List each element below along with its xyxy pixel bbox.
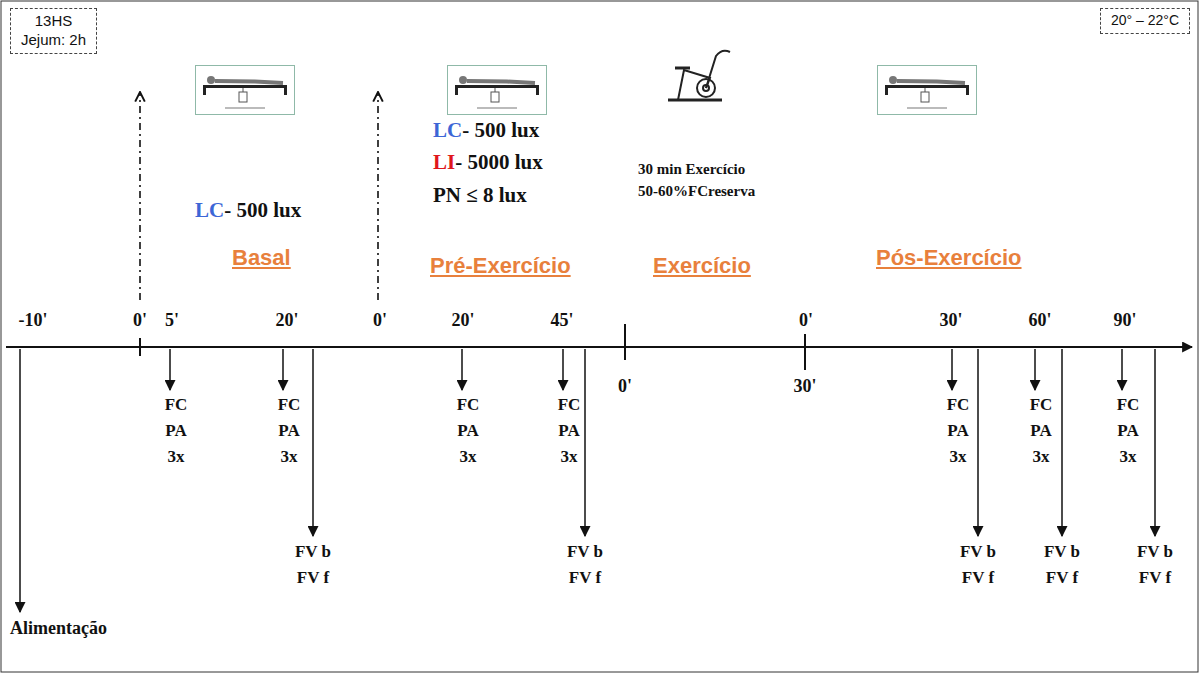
time-mark: 20'	[451, 310, 474, 332]
bike-base	[668, 99, 722, 102]
time-mark: 30'	[939, 310, 962, 332]
box-text: 20° – 22°C	[1111, 12, 1179, 30]
measure-label: FC	[1117, 395, 1140, 415]
phase-start-arrow	[377, 92, 379, 300]
time-mark: 20'	[275, 310, 298, 332]
time-mark: 0'	[133, 310, 147, 332]
measure-arrow	[282, 349, 284, 390]
exercise-note: 50-60%FCreserva	[638, 182, 755, 200]
time-mark: 0'	[799, 310, 813, 332]
measure-arrow	[461, 349, 463, 390]
time-mark: 30'	[793, 376, 816, 398]
phase-heading: Exercício	[653, 253, 751, 279]
light-code: LI	[433, 150, 455, 175]
light-level: PN ≤ 8 lux	[433, 183, 527, 208]
hrv-arrow	[312, 349, 314, 536]
measure-label: 3x	[950, 447, 967, 467]
bike-frame	[678, 70, 710, 100]
measure-label: 3x	[168, 447, 185, 467]
measure-label: PA	[558, 421, 579, 441]
light-level: - 500 lux	[224, 198, 301, 223]
measure-label: FV b	[567, 542, 603, 562]
light-level: - 500 lux	[462, 118, 539, 143]
measure-arrow	[1034, 349, 1036, 390]
measure-label: 3x	[281, 447, 298, 467]
measure-label: FV b	[960, 542, 996, 562]
measure-label: PA	[1030, 421, 1051, 441]
phase-start-arrow	[139, 92, 141, 300]
measure-label: FC	[165, 395, 188, 415]
measurement-arrows	[20, 349, 1155, 612]
measure-label: PA	[947, 421, 968, 441]
light-code: LC	[433, 118, 462, 143]
bike-seat	[675, 67, 690, 70]
measure-arrow	[169, 349, 171, 390]
measure-label: FV b	[295, 542, 331, 562]
measure-label: FC	[947, 395, 970, 415]
time-mark: -10'	[19, 310, 48, 332]
supine-subject-icon	[448, 66, 547, 115]
measure-label: 3x	[1120, 447, 1137, 467]
light-code: LC	[195, 198, 224, 223]
phase-heading: Pós-Exercício	[876, 245, 1022, 271]
axis-tick	[139, 338, 141, 356]
measure-label: FC	[278, 395, 301, 415]
supine-subject-icon	[878, 66, 977, 115]
measure-label: FV f	[962, 568, 994, 588]
condition-box: 13HSJejum: 2h	[10, 8, 97, 54]
measure-label: FC	[558, 395, 581, 415]
measure-label: FC	[457, 395, 480, 415]
phase-heading: Pré-Exercício	[430, 253, 571, 279]
measure-label: 3x	[460, 447, 477, 467]
hrv-arrow	[1061, 349, 1063, 536]
measure-label: FV b	[1044, 542, 1080, 562]
measure-label: FV b	[1137, 542, 1173, 562]
time-mark: 0'	[373, 310, 387, 332]
measure-label: PA	[457, 421, 478, 441]
axis-tick	[804, 334, 806, 370]
hrv-arrow	[584, 349, 586, 536]
exercise-bike-icon	[668, 51, 730, 100]
box-text: Jejum: 2h	[21, 31, 86, 50]
hrv-arrow	[1154, 349, 1156, 536]
time-axis	[6, 346, 1192, 348]
measure-label: FV f	[297, 568, 329, 588]
axis-tick	[624, 324, 626, 360]
measure-label: FC	[1030, 395, 1053, 415]
bike-flywheel	[697, 79, 715, 97]
time-mark: 45'	[550, 310, 573, 332]
measure-label: FV f	[1139, 568, 1171, 588]
bike-handlebar	[706, 51, 730, 88]
bike-hub	[703, 85, 709, 91]
phase-heading: Basal	[232, 245, 291, 271]
measure-label: PA	[1117, 421, 1138, 441]
measure-arrow	[562, 349, 564, 390]
measure-label: FV f	[569, 568, 601, 588]
time-mark: 5'	[165, 310, 179, 332]
measure-label: PA	[165, 421, 186, 441]
measure-label: PA	[278, 421, 299, 441]
supine-subject-icon	[196, 66, 295, 115]
light-level: - 5000 lux	[455, 150, 543, 175]
meal-label: Alimentação	[10, 618, 107, 640]
measure-arrow	[1121, 349, 1123, 390]
measure-label: FV f	[1046, 568, 1078, 588]
measure-arrow	[951, 349, 953, 390]
time-mark: 90'	[1113, 310, 1136, 332]
meal-arrow	[19, 349, 21, 612]
box-text: 13HS	[21, 12, 86, 31]
time-mark: 60'	[1028, 310, 1051, 332]
hrv-arrow	[977, 349, 979, 536]
exercise-note: 30 min Exercício	[638, 160, 745, 178]
time-mark: 0'	[618, 376, 632, 398]
condition-box: 20° – 22°C	[1100, 8, 1190, 34]
measure-label: 3x	[561, 447, 578, 467]
measure-label: 3x	[1033, 447, 1050, 467]
